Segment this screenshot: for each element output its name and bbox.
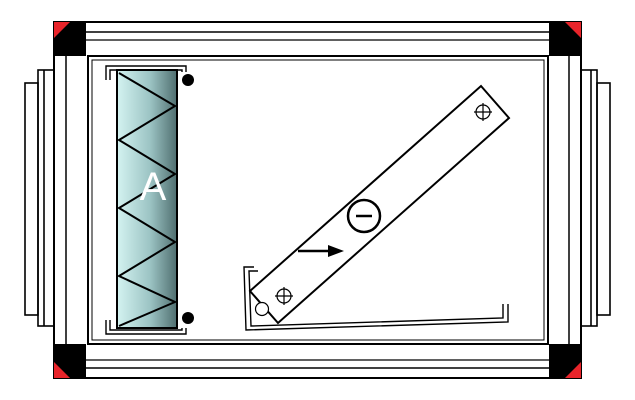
filter-label: A [140, 165, 167, 209]
corner-block-top-right [549, 22, 581, 56]
fan-mounting-rail [243, 266, 509, 331]
right-duct-flange [580, 69, 611, 327]
filter-pivot-top [182, 74, 194, 86]
left-duct-flange [24, 69, 55, 327]
filter-pivot-bottom [182, 312, 194, 324]
arrow-right-icon [298, 245, 344, 257]
hinge-circle [254, 301, 270, 317]
fan-minus-icon [346, 198, 382, 234]
crosshair-icon [275, 287, 293, 305]
corner-block-bottom-right [549, 344, 581, 378]
fan-housing [248, 84, 511, 325]
corner-block-bottom-left [54, 344, 86, 378]
filter-element: A [116, 69, 178, 329]
unit-casing [53, 21, 582, 379]
corner-block-top-left [54, 22, 86, 56]
crosshair-icon [474, 103, 492, 121]
filter-bracket-bottom [105, 320, 187, 335]
filter-pleats [116, 72, 178, 327]
